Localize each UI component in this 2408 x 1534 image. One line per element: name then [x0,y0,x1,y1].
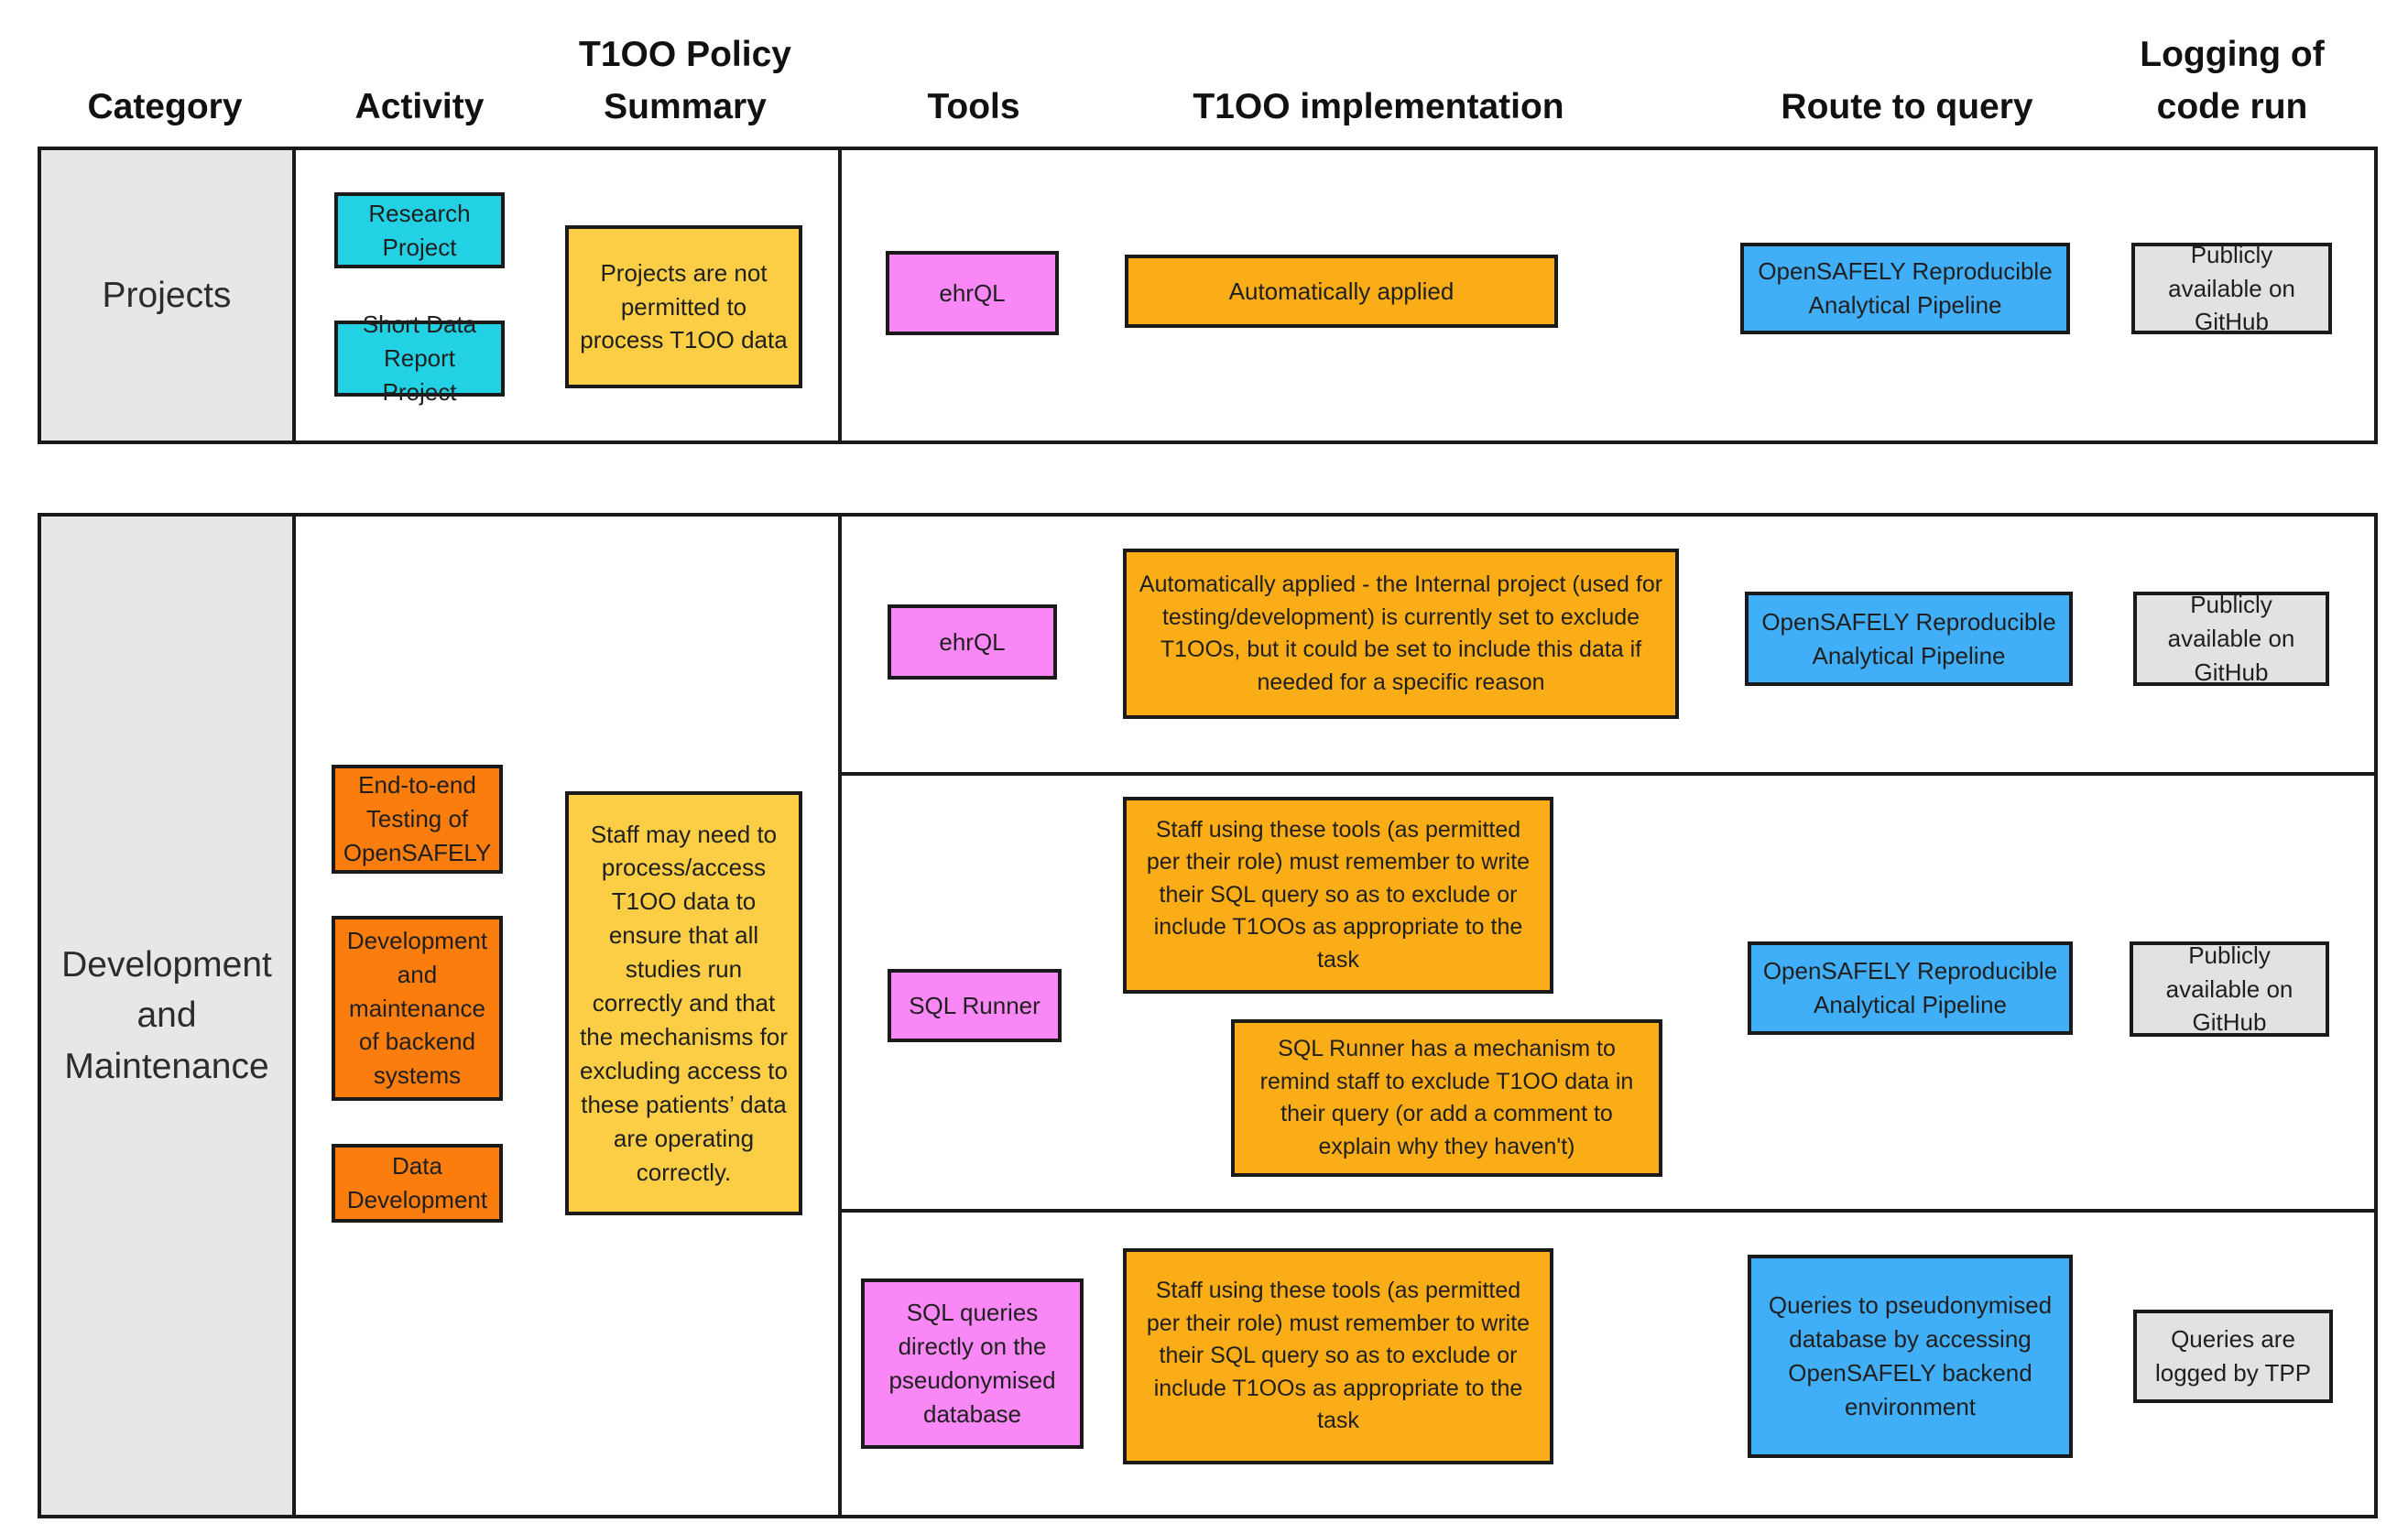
devmaint-sqlrunner-implementation-box-2: SQL Runner has a mechanism to remind sta… [1231,1019,1662,1177]
devmaint-sqldirect-route-box: Queries to pseudonymised database by acc… [1748,1255,2073,1458]
devmaint-tool-box-sql-direct: SQL queries directly on the pseudonymise… [861,1278,1084,1449]
header-route: Route to query [1781,87,2033,126]
header-policy-summary: T1OO Policy Summary [548,28,823,133]
header-tools: Tools [927,87,1020,126]
devmaint-ehrql-implementation-box: Automatically applied - the Internal pro… [1123,549,1679,719]
projects-logging-box: Publicly available on GitHub [2131,241,2332,335]
header-implementation: T1OO implementation [1193,87,1564,126]
devmaint-policy-box: Staff may need to process/access T1OO da… [565,791,802,1215]
devmaint-sqlrunner-logging-box: Publicly available on GitHub [2130,941,2329,1037]
header-logging-line2: code run [2156,87,2308,126]
devmaint-ehrql-logging-box: Publicly available on GitHub [2133,591,2329,686]
activity-box-research-project: Research Project [334,192,505,268]
devmaint-column-divider [838,513,842,1518]
devmaint-tool-box-sql-runner: SQL Runner [888,969,1062,1042]
projects-route-box: OpenSAFELY Reproducible Analytical Pipel… [1740,243,2070,334]
activity-box-short-data-report: Short Data Report Project [334,310,505,406]
devmaint-subrow-divider-2 [842,1209,2378,1213]
activity-box-backend-maintenance: Development and maintenance of backend s… [332,916,503,1101]
devmaint-sqlrunner-route-box: OpenSAFELY Reproducible Analytical Pipel… [1748,941,2073,1035]
devmaint-ehrql-route-box: OpenSAFELY Reproducible Analytical Pipel… [1745,592,2073,686]
devmaint-sqldirect-implementation-box: Staff using these tools (as permitted pe… [1123,1248,1553,1464]
projects-policy-box: Projects are not permitted to process T1… [565,225,802,388]
projects-implementation-box: Automatically applied [1125,255,1558,328]
devmaint-sqldirect-logging-box: Queries are logged by TPP [2133,1310,2333,1403]
projects-category-cell: Projects [38,147,296,444]
activity-box-e2e-testing: End-to-end Testing of OpenSAFELY [332,765,503,874]
devmaint-category-label: Development and Maintenance [61,944,272,1086]
header-policy-summary-line2: Summary [604,87,767,126]
header-policy-summary-line1: T1OO Policy [579,35,791,74]
devmaint-tool-box-ehrql: ehrQL [888,604,1057,680]
header-logging: Logging of code run [2095,28,2370,133]
activity-box-data-development: Data Development [332,1144,503,1223]
projects-category-label: Projects [102,275,232,315]
devmaint-subrow-divider-1 [842,772,2378,776]
header-logging-line1: Logging of [2140,35,2325,74]
projects-column-divider [838,147,842,444]
projects-tool-box-ehrql: ehrQL [886,251,1059,335]
header-activity: Activity [354,87,485,126]
header-category: Category [87,87,243,126]
devmaint-category-cell: Development and Maintenance [38,513,296,1518]
devmaint-sqlrunner-implementation-box-1: Staff using these tools (as permitted pe… [1123,797,1553,994]
